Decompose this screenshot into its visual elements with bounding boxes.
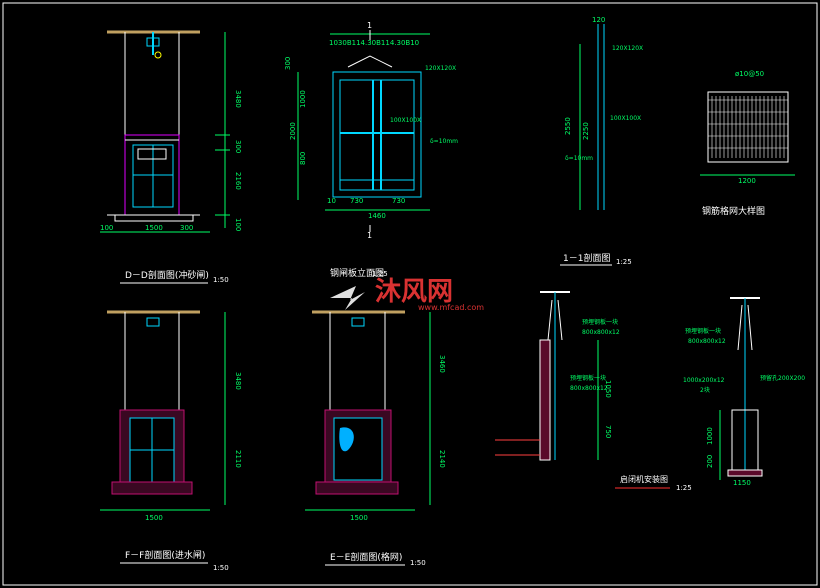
dim-2550-s11: 2550 xyxy=(564,117,572,135)
dim-800-gate: 800 xyxy=(299,152,307,165)
section-1-1-drawing: 120 2550 2250 120X120X 100X100X δ=10mm xyxy=(564,16,643,210)
dim-10-gate: 10 xyxy=(327,197,336,205)
hoist-installation-title: 启闭机安装图 xyxy=(620,474,668,484)
note-embed2: 预埋钢板一块 xyxy=(570,374,606,382)
watermark-url: www.mfcad.com xyxy=(418,303,484,312)
dd-section-scale: 1:50 xyxy=(213,276,229,284)
note-plate-s11: δ=10mm xyxy=(565,155,593,162)
note-bar-s11: 100X100X xyxy=(610,115,641,122)
note-bar: 100X100X xyxy=(390,117,421,124)
dim-1500-ee: 1500 xyxy=(350,514,368,522)
dim-200-hoist: 200 xyxy=(706,455,714,468)
section-mark-1-top: 1 xyxy=(367,21,372,30)
hoist-installation-scale: 1:25 xyxy=(676,484,692,492)
dim-2160-dd: 2160 xyxy=(234,172,242,190)
steel-mesh-title: 钢筋格网大样图 xyxy=(702,205,765,217)
ee-section-title: E－E剖面图(格网) xyxy=(330,551,402,563)
dim-1000-gate: 1000 xyxy=(299,90,307,108)
dim-1500-ff: 1500 xyxy=(145,514,163,522)
dim-1000-hoist: 1000 xyxy=(706,427,714,445)
ff-section-drawing: 3480 2110 1500 xyxy=(100,310,242,522)
dim-mesh-top: ø10@50 xyxy=(735,70,764,78)
ee-section-scale: 1:50 xyxy=(410,559,426,567)
section-1-1-title: 1－1剖面图 xyxy=(563,252,610,264)
dim-300-dd: 300 xyxy=(234,140,242,153)
note-angle-s11: 120X120X xyxy=(612,45,643,52)
dd-section-drawing: 3480 300 2160 100 100 1500 300 xyxy=(100,30,242,233)
note-plate: δ=10mm xyxy=(430,138,458,145)
gate-elevation-title: 钢闸板立面图 xyxy=(330,267,384,279)
note-embed1-size: 800x800x12 xyxy=(582,329,620,336)
dim-2140-ee: 2140 xyxy=(438,450,446,468)
dim-120-s11: 120 xyxy=(592,16,605,24)
dim-300-gate: 300 xyxy=(284,57,292,70)
dim-100-left-dd: 100 xyxy=(100,224,113,232)
note-embed3-size: 800x800x12 xyxy=(688,338,726,345)
dim-300-right-dd: 300 xyxy=(180,224,193,232)
ee-section-drawing: 3460 2140 1500 xyxy=(305,310,446,522)
dim-100-dd: 100 xyxy=(234,218,242,231)
dim-1200-mesh: 1200 xyxy=(738,177,756,185)
dd-section-title: D－D剖面图(冲砂闸) xyxy=(125,269,209,281)
gate-elevation-scale: 1:25 xyxy=(372,270,388,278)
section-1-1-scale: 1:25 xyxy=(616,258,632,266)
dim-2000-gate: 2000 xyxy=(289,122,297,140)
note-embed2-size: 800x800x12 xyxy=(570,385,608,392)
dim-750-hoist: 750 xyxy=(604,425,612,438)
section-mark-1-bottom: 1 xyxy=(367,231,372,240)
dim-1050-hoist: 1050 xyxy=(604,380,612,398)
watermark-logo: 沐风网 www.mfcad.com xyxy=(330,277,484,312)
dim-2110-ff: 2110 xyxy=(234,450,242,468)
note-embed4: 1000x200x12 xyxy=(683,377,725,384)
hoist-installation-drawing: 1050 750 预埋钢板一块 800x800x12 预埋钢板一块 800x80… xyxy=(495,291,805,487)
dim-3460-ee: 3460 xyxy=(438,355,446,373)
note-embed1: 预埋钢板一块 xyxy=(582,318,618,326)
steel-mesh-drawing: 1200 ø10@50 xyxy=(700,70,795,185)
ff-section-title: F－F剖面图(进水闸) xyxy=(125,549,205,561)
dim-730-left-gate: 730 xyxy=(350,197,363,205)
gate-elevation-drawing: 1030B114.30B114.30B10 1 1 300 1000 2000 … xyxy=(284,21,458,240)
dim-3480-ff: 3480 xyxy=(234,372,242,390)
note-mortar: 2块 xyxy=(700,386,710,394)
dim-2250-s11: 2250 xyxy=(582,122,590,140)
note-embed3: 预埋钢板一块 xyxy=(685,327,721,335)
dim-1500-dd: 1500 xyxy=(145,224,163,232)
dim-1150-hoist: 1150 xyxy=(733,479,751,487)
ff-section-scale: 1:50 xyxy=(213,564,229,572)
note-hole: 预留孔200X200 xyxy=(760,374,805,382)
dim-3480-dd: 3480 xyxy=(234,90,242,108)
dim-gate-top: 1030B114.30B114.30B10 xyxy=(329,39,419,47)
note-angle: 120X120X xyxy=(425,65,456,72)
watermark-text: 沐风网 xyxy=(375,277,453,307)
dim-730-right-gate: 730 xyxy=(392,197,405,205)
dim-1460-gate: 1460 xyxy=(368,212,386,220)
